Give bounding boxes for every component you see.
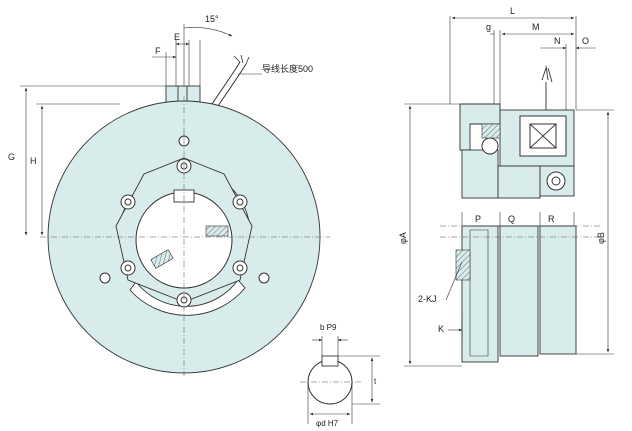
rotor-disc <box>539 225 577 355</box>
front-view: G H F E 15° 导线长度500 <box>8 14 330 376</box>
key-t-label: t <box>374 377 377 386</box>
dim-b-side-label: φB <box>596 232 606 244</box>
angle-label: 15° <box>205 14 219 24</box>
dim-n-label: N <box>554 36 561 46</box>
dim-kj-label: 2-KJ <box>418 294 437 304</box>
dim-l-label: L <box>510 6 515 16</box>
lead-wire <box>211 61 241 105</box>
lead-wire-length-label: 导线长度500 <box>262 63 313 74</box>
dim-h-label: H <box>30 156 37 166</box>
dim-e-label: E <box>174 32 180 42</box>
dim-g-label: G <box>8 152 15 162</box>
dim-q-label: Q <box>508 214 515 224</box>
dim-f-label: F <box>155 46 161 56</box>
coil-box <box>519 115 567 157</box>
side-view: L g M N O P Q R φA φB 2-KJ <box>398 6 614 367</box>
dim-g-side-label: g <box>486 22 491 32</box>
key-d-label: φd H7 <box>316 419 339 428</box>
key-detail: b P9 t φd H7 <box>300 323 380 428</box>
dim-o-label: O <box>582 36 589 46</box>
key-b-label: b P9 <box>320 323 337 332</box>
dim-m-label: M <box>532 22 540 32</box>
dim-r-label: R <box>548 214 555 224</box>
friction-disc <box>499 225 539 357</box>
dim-p-label: P <box>475 214 481 224</box>
armature-disc <box>461 225 499 363</box>
dim-a-label: φA <box>398 232 408 244</box>
dim-k-label: K <box>438 324 444 334</box>
